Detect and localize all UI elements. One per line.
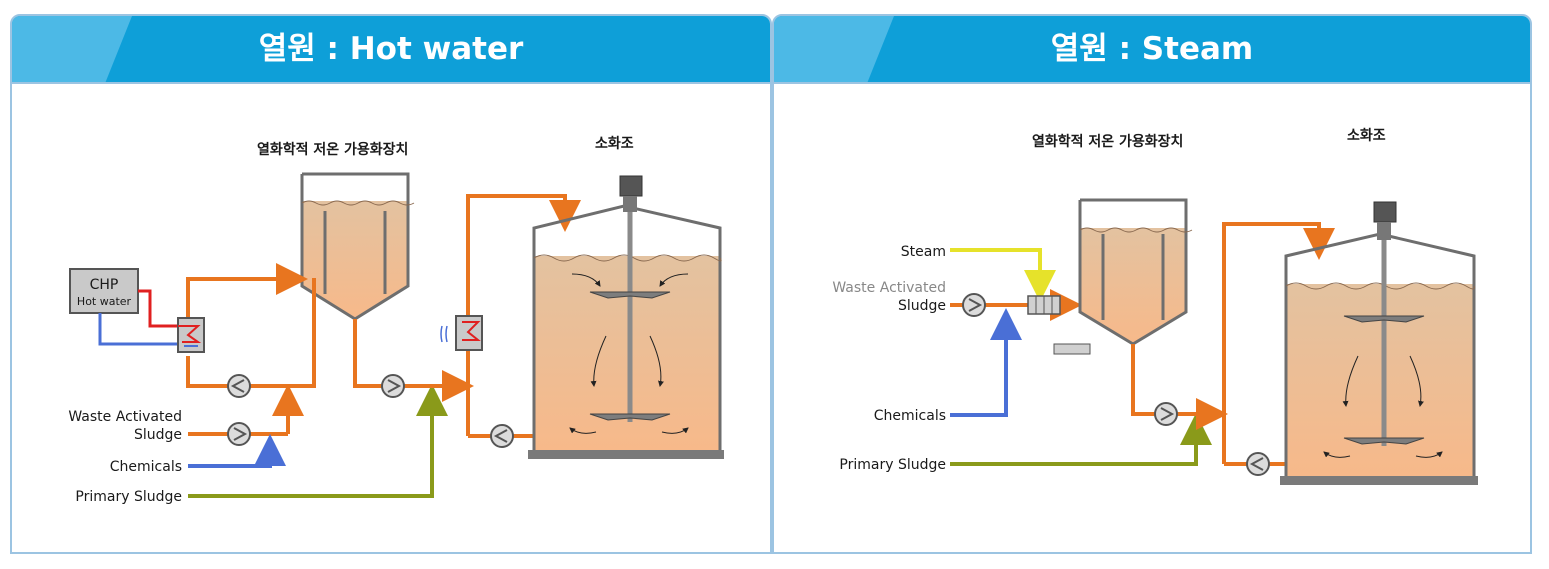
pump-3 xyxy=(1246,452,1270,476)
primary-sludge-line xyxy=(188,384,448,498)
steam-device xyxy=(1053,343,1091,355)
mixer-motor xyxy=(619,175,643,197)
chemicals-line xyxy=(950,308,1022,417)
was-label-1: Waste Activated xyxy=(68,409,182,425)
chp-sub-label: Hot water xyxy=(77,295,132,308)
pump-2 xyxy=(381,374,405,398)
primary-sludge-label: Primary Sludge xyxy=(839,457,946,473)
impeller-1 xyxy=(1343,315,1425,323)
steam-process-diagram: 열화학적 저온 가용화장치 소화조 Steam Waste Activated … xyxy=(832,128,1478,485)
pump-1 xyxy=(227,374,251,398)
was-label-2: Sludge xyxy=(134,427,182,443)
hot-water-title: 열원 : Hot water xyxy=(258,31,524,67)
pump-was xyxy=(962,293,986,317)
hot-water-supply-line xyxy=(138,289,180,328)
reactor-outlet-line xyxy=(1131,344,1228,430)
hot-water-header: 열원 : Hot water xyxy=(12,16,770,82)
impeller-1 xyxy=(589,291,671,299)
chp-label: CHP xyxy=(90,277,119,293)
pump-3 xyxy=(490,424,514,448)
reactor-tank-fill xyxy=(302,201,408,319)
reactor-tank-outline xyxy=(1078,198,1188,346)
pump-was xyxy=(227,422,251,446)
reactor-label: 열화학적 저온 가용화장치 xyxy=(1032,133,1183,150)
chemicals-line xyxy=(188,434,286,468)
digester-base xyxy=(1280,476,1478,485)
chemicals-label: Chemicals xyxy=(110,459,182,475)
primary-sludge-label: Primary Sludge xyxy=(75,489,182,505)
hot-water-return-line xyxy=(98,313,192,346)
mixer-motor xyxy=(1373,201,1397,223)
primary-sludge-line xyxy=(950,413,1212,466)
impeller-2 xyxy=(589,413,671,421)
hot-water-panel: 열원 : Hot water xyxy=(10,14,772,554)
reactor-tank-fill xyxy=(1080,228,1186,344)
header-divider xyxy=(12,82,770,84)
digester-fill xyxy=(1286,284,1474,476)
steam-panel: 열원 : Steam xyxy=(772,14,1532,554)
steam-line xyxy=(950,248,1056,302)
impeller-2 xyxy=(1343,437,1425,445)
was-label-1: Waste Activated xyxy=(832,280,946,296)
steam-title: 열원 : Steam xyxy=(1050,31,1254,67)
digester-base xyxy=(528,450,724,459)
digester-fill xyxy=(534,256,720,450)
steam-label: Steam xyxy=(901,244,946,260)
digester-label: 소화조 xyxy=(1347,128,1386,144)
reactor-label: 열화학적 저온 가용화장치 xyxy=(257,141,408,158)
pump-2 xyxy=(1154,402,1178,426)
header-divider xyxy=(774,82,1530,84)
hot-water-process-diagram: 열화학적 저온 가용화장치 소화조 CHP Hot water xyxy=(68,136,724,505)
steam-header: 열원 : Steam xyxy=(774,16,1530,82)
chemicals-label: Chemicals xyxy=(874,408,946,424)
sludge-line-to-reactor xyxy=(186,263,308,326)
digester-feed-line xyxy=(1222,222,1335,464)
digester-label: 소화조 xyxy=(595,136,634,152)
reactor-outlet-line xyxy=(353,319,474,402)
sludge-loop-line xyxy=(186,278,316,388)
was-label-2: Sludge xyxy=(898,298,946,314)
